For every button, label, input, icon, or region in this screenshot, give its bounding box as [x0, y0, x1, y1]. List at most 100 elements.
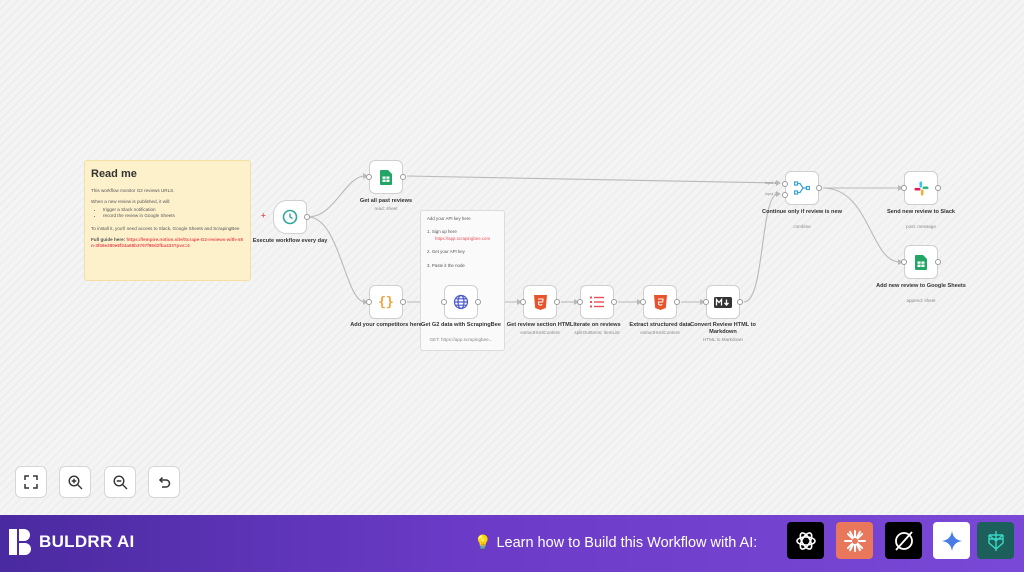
readme-guide-link[interactable]: https://lempire.notion.site/Scrape-G2-re…: [91, 236, 243, 248]
chatgpt-button[interactable]: [787, 522, 824, 559]
get-past-reviews-node[interactable]: [366, 160, 406, 194]
readme-intro: This workflow monitor G2 reviews URLS.: [91, 187, 175, 193]
extract-structured-data-node[interactable]: [640, 285, 680, 319]
add-competitors-label: Add your competitors here: [350, 322, 422, 328]
curly-braces-icon: {}: [378, 294, 394, 310]
readme-sticky-note[interactable]: Read me This workflow monitor G2 reviews…: [84, 160, 251, 281]
edge-merge-sheetsadd: [822, 187, 901, 263]
iterate-reviews-node[interactable]: [577, 285, 617, 319]
reset-zoom-button[interactable]: [148, 466, 180, 498]
markdown-icon: [714, 296, 732, 308]
merge-input2-label: Input 2: [765, 192, 777, 196]
workflow-canvas[interactable]: Read me This workflow monitor G2 reviews…: [0, 0, 1024, 515]
input-port[interactable]: [366, 174, 372, 180]
perplexity-icon: [987, 530, 1004, 551]
input-port[interactable]: [366, 299, 372, 305]
zoom-out-icon: [112, 474, 127, 489]
readme-install: To install it, you'll need access to Sla…: [91, 225, 240, 231]
add-review-sheets-sub: append: sheet: [906, 298, 936, 303]
zoom-in-icon: [67, 474, 82, 489]
extract-label: Extract structured data: [629, 322, 691, 328]
merge-new-review-node[interactable]: [782, 171, 822, 205]
edge-schedule-sheets: [307, 175, 366, 218]
output-port[interactable]: [737, 299, 743, 305]
lightbulb-icon: 💡: [474, 534, 492, 550]
add-review-sheets-node[interactable]: [901, 245, 941, 279]
markdown-label: Convert Review HTML to Markdown: [690, 322, 756, 335]
readme-bullet: trigger a Slack notification: [103, 207, 244, 213]
schedule-trigger-node[interactable]: [273, 200, 310, 234]
get-past-reviews-sub: read: sheet: [374, 206, 398, 211]
input-port[interactable]: [520, 299, 526, 305]
brand-logo[interactable]: BULDRR AI: [9, 529, 135, 555]
add-trigger-icon[interactable]: +: [261, 211, 266, 220]
claude-button[interactable]: [836, 522, 873, 559]
markdown-sub: HTML to Markdown: [703, 337, 743, 342]
input-port[interactable]: [703, 299, 709, 305]
output-port[interactable]: [554, 299, 560, 305]
apikey-title: Add your API key here: [427, 216, 471, 221]
output-port[interactable]: [304, 214, 310, 220]
buldrr-logo-icon: [9, 529, 31, 555]
scrapingbee-sub: GET: https://app.scrapingbee...: [429, 337, 493, 342]
review-section-sub: extractHtmlContent: [520, 330, 560, 335]
input-port[interactable]: [577, 299, 583, 305]
reset-zoom-icon: [158, 476, 171, 488]
output-port[interactable]: [611, 299, 617, 305]
list-icon: [590, 296, 604, 308]
fit-view-icon: [24, 475, 38, 489]
zoom-out-button[interactable]: [104, 466, 136, 498]
slack-sub: post: message: [906, 224, 936, 229]
input-port[interactable]: [901, 185, 907, 191]
globe-icon: [453, 294, 469, 310]
scrapingbee-label: Get G2 data with ScrapingBee: [421, 322, 501, 328]
add-competitors-node[interactable]: {}: [366, 285, 406, 319]
output-port[interactable]: [674, 299, 680, 305]
readme-title: Read me: [91, 168, 137, 180]
review-section-html-node[interactable]: [520, 285, 560, 319]
apikey-step3: 3. Paste it the node: [427, 262, 465, 268]
output-port[interactable]: [400, 174, 406, 180]
add-review-sheets-label: Add new review to Google Sheets: [876, 283, 966, 289]
output-port[interactable]: [935, 185, 941, 191]
apikey-step1: 1. Sign up here: [427, 229, 457, 235]
zoom-in-button[interactable]: [59, 466, 91, 498]
input-port[interactable]: [901, 259, 907, 265]
readme-when: When a new review is published, it will:: [91, 199, 171, 205]
api-key-sticky-note[interactable]: Add your API key here 1. Sign up here ht…: [420, 210, 505, 351]
clock-icon: [282, 209, 298, 225]
readme-guide-label: Full guide here:: [91, 236, 126, 242]
html5-icon: [653, 294, 667, 310]
grok-icon: [894, 530, 913, 551]
cta-text-container: 💡 Learn how to Build this Workflow with …: [474, 534, 757, 551]
claude-icon: [843, 529, 866, 552]
input-port[interactable]: [640, 299, 646, 305]
apikey-signup-link[interactable]: https://app.scrapingbee.com: [435, 236, 491, 242]
scrapingbee-http-node[interactable]: [441, 285, 481, 319]
merge-input1-label: Input 1: [765, 181, 777, 185]
review-section-label: Get review section HTML: [506, 322, 574, 328]
fit-view-button[interactable]: [15, 466, 47, 498]
chatgpt-icon: [795, 531, 816, 550]
input-port[interactable]: [441, 299, 447, 305]
merge-icon: [794, 181, 810, 195]
input-port-1[interactable]: [782, 181, 788, 187]
convert-markdown-node[interactable]: [703, 285, 743, 319]
apikey-step2: 2. Get your API key: [427, 249, 465, 255]
readme-bullet: record the review in Google Sheets: [103, 213, 244, 219]
promo-footer: BULDRR AI 💡 Learn how to Build this Work…: [0, 515, 1024, 572]
iterate-label: Iterate on reviews: [573, 322, 621, 328]
perplexity-button[interactable]: [885, 522, 922, 559]
gemini-icon: [941, 530, 962, 551]
output-port[interactable]: [400, 299, 406, 305]
slack-notify-node[interactable]: [901, 171, 941, 205]
perplexity-ai-button[interactable]: [977, 522, 1014, 559]
iterate-sub: splitOutItems: itemList: [574, 330, 620, 335]
output-port[interactable]: [935, 259, 941, 265]
output-port[interactable]: [816, 185, 822, 191]
output-port[interactable]: [475, 299, 481, 305]
merge-sub: combine: [793, 224, 811, 229]
gemini-button[interactable]: [933, 522, 970, 559]
input-port-2[interactable]: [782, 192, 788, 198]
schedule-trigger-label: Execute workflow every day: [252, 238, 328, 244]
